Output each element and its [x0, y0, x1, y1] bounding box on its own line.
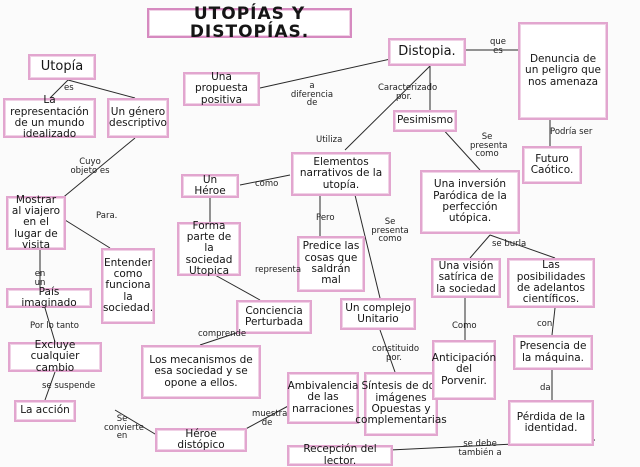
- label-podria-ser: Podría ser: [550, 127, 593, 137]
- edge: [49, 79, 69, 99]
- label-utiliza: Utiliza: [316, 135, 343, 145]
- label-pero: Pero: [316, 213, 335, 223]
- label-representa: representa: [255, 265, 302, 275]
- label-que-es: que es: [489, 37, 506, 56]
- label-muestra-de: muestra de: [252, 409, 288, 428]
- node-propuesta: Una propuesta positiva: [183, 71, 260, 106]
- node-utopia: Utopía: [28, 54, 96, 80]
- node-accion: La acción: [14, 400, 76, 422]
- label-caracterizado-por: Caracterizado por.: [378, 83, 438, 102]
- label-como: como: [255, 179, 279, 189]
- label-constituido-por: constituido por.: [372, 344, 420, 363]
- node-elementos: Elementos narrativos de la utopía.: [291, 152, 391, 196]
- node-mecanismos: Los mecanismos de esa sociedad y se opon…: [141, 345, 261, 399]
- label-como-2: Como: [452, 321, 477, 331]
- label-se-debe-tambien-a: se debe también a: [458, 439, 502, 458]
- node-representacion: La representación de un mundo idealizado: [3, 95, 96, 140]
- node-pesimismo: Pesimismo: [393, 110, 457, 132]
- node-predice: Predice las cosas que saldrán mal: [297, 236, 365, 292]
- node-heroe-distopico: Héroe distópico: [155, 428, 247, 452]
- edge: [67, 79, 136, 99]
- edge: [379, 329, 396, 373]
- edge: [259, 57, 396, 89]
- node-heroe: Un Héroe: [181, 174, 239, 198]
- label-da: da: [540, 383, 551, 393]
- node-genero: Un género descriptivo: [107, 98, 169, 138]
- node-vision: Una visión satírica de la sociedad: [431, 258, 501, 298]
- edge: [344, 65, 431, 151]
- node-denuncia: Denuncia de un peligro que nos amenaza: [518, 22, 608, 120]
- node-complejo: Un complejo Unitario: [340, 298, 416, 330]
- node-sintesis: Síntesis de dos imágenes Opuestas y comp…: [355, 372, 447, 436]
- edge: [551, 307, 556, 336]
- node-mostrar: Mostrar al viajero en el lugar de visita: [6, 194, 66, 251]
- edge: [239, 404, 291, 433]
- edge: [439, 125, 481, 171]
- node-posibilidades: Las posibilidades de adelantos científic…: [507, 258, 595, 308]
- label-comprende: comprende: [198, 329, 247, 339]
- label-se-convierte-en: Se convierte en: [104, 414, 144, 441]
- label-se-burla: se burla: [492, 239, 527, 249]
- node-pais: País imaginado: [6, 286, 92, 309]
- page-title: UTOPÍAS Y DISTOPÍAS.: [147, 4, 352, 41]
- edge: [489, 234, 556, 259]
- node-presencia: Presencia de la máquina.: [513, 335, 593, 370]
- edge: [44, 371, 56, 401]
- label-para: Para.: [96, 211, 118, 221]
- label-es: es: [64, 83, 74, 93]
- node-distopia: Distopia.: [388, 38, 466, 66]
- edge: [214, 274, 261, 301]
- label-se-suspende: se suspende: [42, 381, 96, 391]
- node-perdida: Pérdida de la identidad.: [508, 400, 594, 446]
- edge: [114, 409, 161, 438]
- label-por-lo-tanto: Por lo tanto: [30, 321, 79, 331]
- label-se-presenta-como-1: Se presenta como: [470, 132, 508, 159]
- label-a-diferencia-de: a diferencia de: [290, 81, 334, 108]
- node-recepcion: Recepción del lector.: [287, 444, 393, 466]
- edge: [64, 219, 111, 249]
- edge: [59, 137, 136, 201]
- label-cuyo-objeto-es: Cuyo objeto es: [70, 157, 110, 176]
- node-excluye: Excluye cualquier cambio: [8, 339, 102, 373]
- edge: [469, 234, 491, 259]
- label-con: con: [537, 319, 553, 329]
- node-futuro: Futuro Caótico.: [522, 146, 582, 184]
- node-conciencia: Conciencia Perturbada: [236, 300, 312, 334]
- node-forma-parte: Forma parte de la sociedad Utopica: [177, 220, 241, 277]
- node-entender: Entender como funciona la sociedad.: [101, 248, 155, 324]
- label-se-presenta-como-2: Se presenta como: [371, 217, 409, 244]
- node-anticipacion: Anticipación del Porvenir.: [432, 340, 496, 400]
- edge: [354, 194, 381, 299]
- edge: [44, 307, 56, 343]
- node-inversion: Una inversión Paródica de la perfección …: [420, 170, 520, 234]
- node-ambivalencia: Ambivalencia de las narraciones: [287, 372, 359, 424]
- label-en-un: en un: [34, 269, 46, 288]
- edge: [239, 174, 291, 186]
